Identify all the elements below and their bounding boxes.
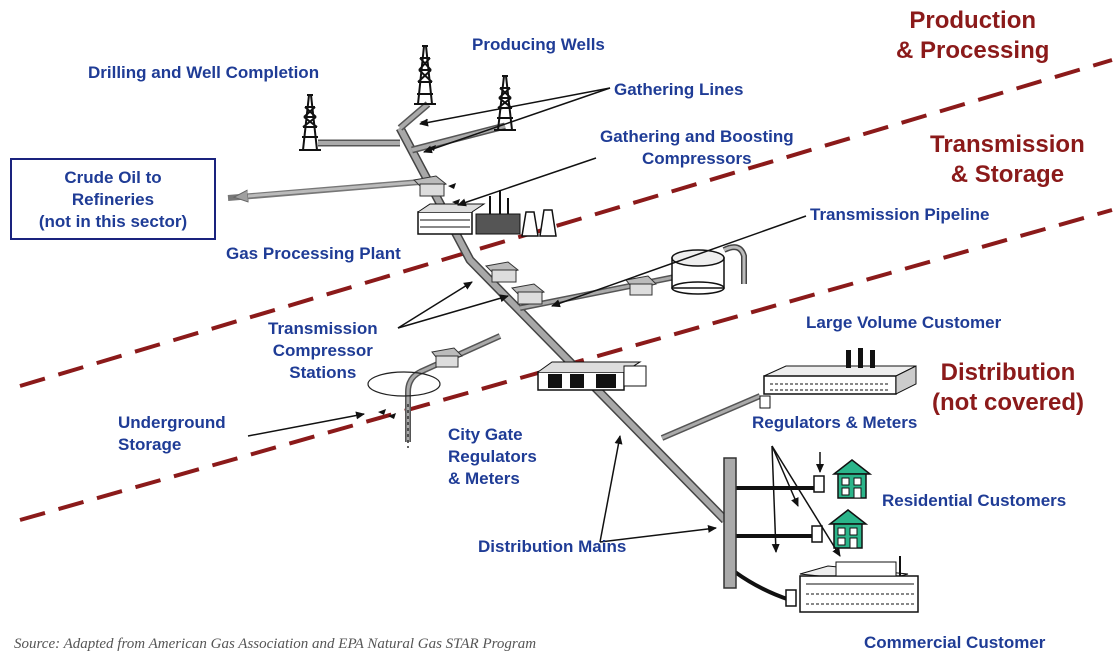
oil-derrick-icon <box>414 45 436 105</box>
label-city-gate: City Gate Regulators & Meters <box>448 425 537 488</box>
compressor-icon <box>625 275 657 296</box>
label-regulators-meters: Regulators & Meters <box>752 413 918 432</box>
label-gathering-boosting: Gathering and Boosting Compressors <box>600 127 794 168</box>
label-commercial-customer: Commercial Customer <box>864 633 1046 652</box>
house-icon <box>827 509 869 549</box>
gas-processing-plant-icon <box>417 190 557 237</box>
compressor-icon <box>510 283 546 305</box>
label-producing-wells: Producing Wells <box>472 35 605 54</box>
storage-tank-icon <box>671 244 747 295</box>
crude-oil-box: Crude Oil to Refineries (not in this sec… <box>10 158 216 240</box>
sector-distribution: Distribution (not covered) <box>932 359 1085 416</box>
pointer-arrows <box>247 87 841 557</box>
label-residential-customers: Residential Customers <box>882 491 1067 510</box>
label-transmission-pipeline: Transmission Pipeline <box>810 205 990 224</box>
oil-derrick-icon <box>299 94 321 151</box>
label-gathering-lines: Gathering Lines <box>614 80 744 99</box>
compressor-icon <box>412 175 448 197</box>
compressor-icon <box>484 261 520 283</box>
crude-oil-line-3: (not in this sector) <box>38 212 188 231</box>
main-pipeline <box>396 125 729 524</box>
label-transmission-compressor-stations: Transmission Compressor Stations <box>268 319 378 382</box>
meter-icon <box>785 589 797 607</box>
label-gas-processing-plant: Gas Processing Plant <box>226 244 401 263</box>
meter-icon <box>811 525 823 543</box>
crude-oil-pipe <box>227 179 421 198</box>
label-large-volume-customer: Large Volume Customer <box>806 313 1002 332</box>
distribution-manifold <box>723 457 737 589</box>
distribution-lines <box>660 393 820 602</box>
sector-production-processing: Production & Processing <box>896 7 1050 64</box>
factory-icon <box>759 348 917 409</box>
sector-transmission-storage: Transmission & Storage <box>930 131 1085 188</box>
label-distribution-mains: Distribution Mains <box>478 537 627 556</box>
commercial-building-icon <box>799 556 919 613</box>
label-drilling-well-completion: Drilling and Well Completion <box>88 63 320 82</box>
label-underground-storage: Underground Storage <box>118 413 226 454</box>
crude-oil-line-1: Crude Oil to <box>64 168 162 187</box>
boundary-production-transmission <box>19 58 1113 388</box>
meter-icon <box>813 475 825 493</box>
source-caption: Source: Adapted from American Gas Associ… <box>14 636 537 652</box>
crude-oil-line-2: Refineries <box>71 190 155 209</box>
house-icon <box>831 459 873 499</box>
compressor-icon <box>431 347 463 368</box>
city-gate-station-icon <box>537 361 647 391</box>
